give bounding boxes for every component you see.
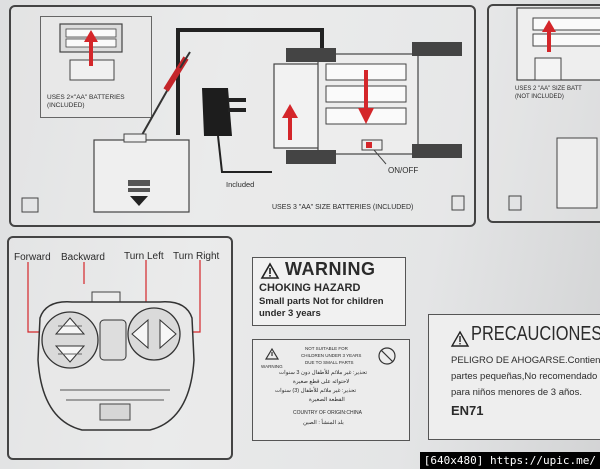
included-label: Included bbox=[226, 180, 255, 189]
ml-ar-4: القطعة الصغيرة bbox=[309, 397, 345, 403]
small-warning-triangle-icon bbox=[264, 347, 280, 360]
multilingual-warning-box: WARNING NOT SUITABLE FOR CHILDREN UNDER … bbox=[252, 339, 410, 441]
warning-triangle-icon bbox=[260, 262, 280, 279]
ml-en-3: DUE TO SMALL PARTS bbox=[305, 360, 354, 365]
watermark-size: [640x480] bbox=[423, 454, 484, 467]
small-warning-label: WARNING bbox=[261, 364, 283, 369]
forward-label: Forward bbox=[14, 252, 51, 263]
precauciones-line-2: partes pequeñas,No recomendado bbox=[451, 371, 598, 382]
battery-note-2aa-included: (INCLUDED) bbox=[47, 102, 85, 109]
warning-title: WARNING bbox=[285, 259, 376, 279]
precauciones-line-3: para niños menores de 3 años. bbox=[451, 387, 582, 398]
right-battery-note-sub: (NOT INCLUDED) bbox=[515, 94, 564, 100]
on-off-label: ON/OFF bbox=[388, 166, 419, 175]
watermark: [640x480] https://upic.me/ bbox=[419, 452, 600, 469]
turn-right-label: Turn Right bbox=[173, 251, 220, 262]
ml-ar-2: لاحتوائه على قطع صغيرة bbox=[293, 379, 350, 385]
battery-note-3aa: USES 3 "AA" SIZE BATTERIES (INCLUDED) bbox=[272, 204, 414, 211]
en71-label: EN71 bbox=[451, 403, 484, 418]
backward-label: Backward bbox=[61, 252, 105, 263]
precaution-triangle-icon bbox=[450, 330, 470, 347]
right-battery-note: USES 2 "AA" SIZE BATT bbox=[515, 86, 582, 92]
warning-line-1: Small parts Not for children bbox=[259, 296, 384, 307]
precauciones-line-1: PELIGRO DE AHOGARSE.Contien bbox=[451, 355, 600, 366]
precauciones-box: PRECAUCIONES: PELIGRO DE AHOGARSE.Contie… bbox=[428, 314, 600, 440]
ml-ar-3: تحذير: غير ملائم للأطفال (3) سنوات bbox=[275, 388, 357, 394]
battery-note-2aa: USES 2×"AA" BATTERIES bbox=[47, 94, 125, 101]
choking-hazard: CHOKING HAZARD bbox=[259, 282, 361, 294]
country-of-origin-ar: بلد المنشأ : الصين bbox=[303, 420, 344, 426]
remote-battery-drawing bbox=[59, 23, 123, 81]
country-of-origin: COUNTRY OF ORIGIN:CHINA bbox=[293, 410, 362, 416]
charging-diagram bbox=[21, 28, 465, 213]
car-battery-drawing bbox=[508, 7, 600, 211]
ml-en-2: CHILDREN UNDER 3 YEARS bbox=[301, 353, 362, 358]
watermark-url[interactable]: https://upic.me/ bbox=[490, 454, 596, 467]
warning-line-2: under 3 years bbox=[259, 308, 321, 319]
no-children-icon bbox=[378, 347, 396, 365]
ml-en-1: NOT SUITABLE FOR bbox=[305, 346, 348, 351]
turn-left-label: Turn Left bbox=[124, 251, 164, 262]
precauciones-title: PRECAUCIONES: bbox=[471, 323, 600, 345]
warning-box: WARNING CHOKING HAZARD Small parts Not f… bbox=[252, 257, 406, 326]
controller-drawing bbox=[27, 260, 201, 431]
ml-ar-1: تحذير: غير ملائم للأطفال دون 3 سنوات bbox=[279, 370, 368, 376]
